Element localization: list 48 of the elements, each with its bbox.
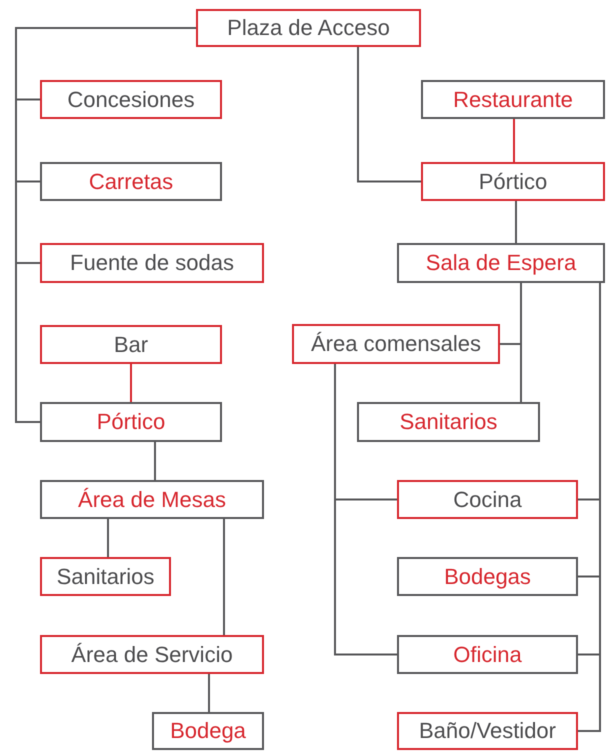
room-box xyxy=(397,557,578,596)
room-label: Concesiones xyxy=(67,86,195,114)
room-label: Restaurante xyxy=(453,86,573,114)
connector-line xyxy=(520,283,522,402)
room-box xyxy=(292,324,500,364)
room-box xyxy=(397,243,605,283)
room-label: Oficina xyxy=(453,640,522,668)
room-label: Baño/Vestidor xyxy=(419,717,556,745)
room-label: Pórtico xyxy=(96,408,166,436)
room-label: Sanitarios xyxy=(56,562,154,590)
room-label: Bodegas xyxy=(444,562,531,590)
connector-line xyxy=(515,201,517,243)
room-box xyxy=(40,402,222,442)
room-box xyxy=(40,80,222,119)
room-label: Bar xyxy=(114,330,148,358)
connector-line xyxy=(107,519,109,557)
room-box xyxy=(40,480,264,519)
room-box xyxy=(40,325,222,364)
connector-line xyxy=(208,674,210,712)
room-box xyxy=(40,243,264,283)
connector-line xyxy=(130,364,132,402)
room-label: Área de Servicio xyxy=(71,640,233,668)
connector-line xyxy=(223,519,225,635)
room-label: Sanitarios xyxy=(400,408,498,436)
room-box xyxy=(152,712,264,750)
room-label: Área comensales xyxy=(311,330,481,358)
room-box xyxy=(40,635,264,674)
connector-line xyxy=(334,364,397,656)
room-box xyxy=(421,80,605,119)
connector-line xyxy=(513,119,515,162)
room-label: Sala de Espera xyxy=(426,249,576,277)
room-box xyxy=(397,635,578,674)
room-label: Carretas xyxy=(88,168,174,196)
room-label: Pórtico xyxy=(478,168,548,196)
room-label: Fuente de sodas xyxy=(70,249,234,277)
room-box xyxy=(40,162,222,201)
room-box xyxy=(397,712,578,750)
connector-line xyxy=(357,47,421,182)
room-label: Cocina xyxy=(453,486,522,514)
room-label: Bodega xyxy=(170,717,246,745)
room-label: Área de Mesas xyxy=(78,486,226,514)
room-box xyxy=(421,162,605,201)
room-box xyxy=(357,402,540,442)
room-box xyxy=(397,480,578,519)
connector-line xyxy=(154,442,156,480)
room-label: Plaza de Acceso xyxy=(227,14,390,42)
room-box xyxy=(40,557,171,596)
room-box xyxy=(196,9,421,47)
